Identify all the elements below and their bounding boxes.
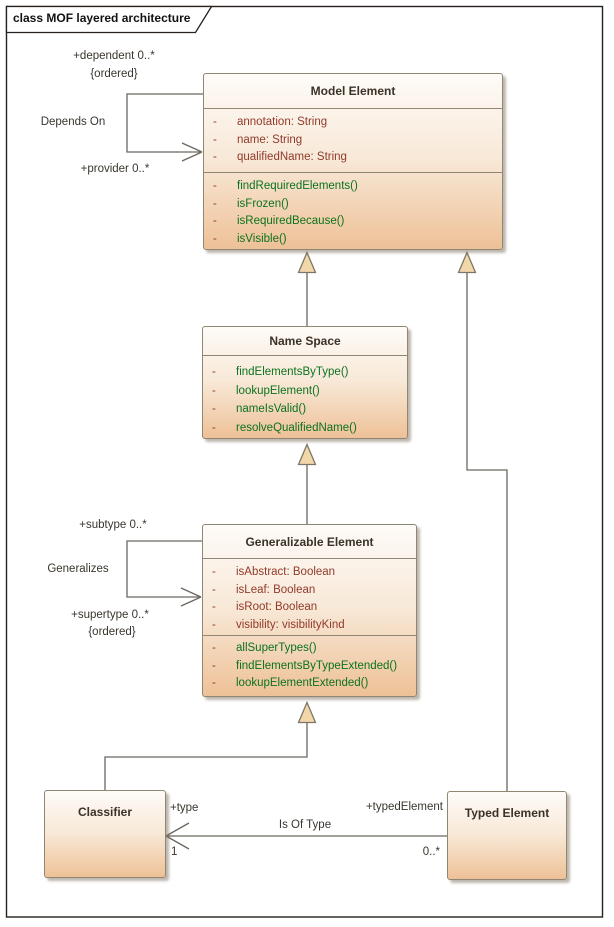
method-text: isVisible(): [237, 232, 287, 245]
visibility-symbol: -: [212, 642, 216, 654]
generalization-typedelement-to-modelelement[interactable]: [457, 250, 508, 792]
methods-compartment: - findRequiredElements() - isFrozen() - isR…: [204, 173, 502, 251]
class-title: Classifier: [77, 805, 133, 819]
attribute-text: annotation: String: [237, 116, 328, 128]
open-arrow-icon: [165, 822, 190, 850]
is-of-type-type-multiplicity: 1: [171, 846, 178, 858]
visibility-symbol: -: [213, 180, 217, 192]
method-row: - findElementsByTypeExtended(): [203, 658, 416, 676]
method-row: - lookupElementExtended(): [203, 675, 416, 693]
method-row: - findRequiredElements(): [204, 178, 502, 196]
depends-on-dependent-constraint: {ordered}: [90, 68, 138, 80]
attribute-row: - annotation: String: [204, 114, 502, 132]
visibility-symbol: -: [212, 601, 216, 613]
method-text: findRequiredElements(): [237, 180, 358, 192]
method-row: - findElementsByType(): [203, 363, 407, 382]
attributes-compartment: - isAbstract: Boolean - isLeaf: Boolean - i…: [203, 559, 416, 636]
class-classifier[interactable]: Classifier: [44, 790, 166, 878]
method-text: allSuperTypes(): [236, 642, 317, 654]
method-row: - nameIsValid(): [203, 400, 407, 419]
class-title: Model Element: [204, 74, 502, 109]
is-of-type-name: Is Of Type: [278, 819, 332, 831]
is-of-type-type-role: +type: [170, 802, 199, 814]
depends-on-association[interactable]: [126, 93, 203, 162]
is-of-type-typed-element-role: +typedElement: [365, 801, 443, 813]
open-arrow-icon: [180, 587, 202, 607]
class-model-element[interactable]: Model Element - annotation: String - name:…: [203, 73, 503, 250]
visibility-symbol: -: [212, 677, 216, 689]
attributes-compartment: - annotation: String - name: String - quali…: [204, 109, 502, 173]
attribute-row: - isAbstract: Boolean: [203, 564, 416, 582]
class-title: Name Space: [203, 327, 407, 356]
visibility-symbol: -: [212, 583, 216, 596]
method-row: - isFrozen(): [204, 196, 502, 214]
attribute-text: isRoot: Boolean: [236, 601, 318, 613]
visibility-symbol: -: [213, 232, 217, 245]
generalization-triangle-icon: [457, 250, 477, 274]
is-of-type-association[interactable]: [165, 822, 447, 850]
generalization-triangle-icon: [297, 250, 317, 274]
attribute-row: - visibility: visibilityKind: [203, 617, 416, 635]
generalization-triangle-icon: [297, 442, 317, 466]
depends-on-provider-role: +provider 0..*: [80, 163, 150, 175]
class-title: Generalizable Element: [203, 525, 416, 559]
visibility-symbol: -: [212, 384, 216, 397]
method-row: - allSuperTypes(): [203, 640, 416, 658]
class-title: Typed Element: [464, 806, 550, 820]
diagram-title-tab[interactable]: [5, 5, 213, 34]
attribute-text: qualifiedName: String: [237, 151, 347, 163]
depends-on-dependent-role: +dependent 0..*: [73, 50, 155, 62]
is-of-type-typed-element-multiplicity: 0..*: [422, 846, 440, 858]
method-text: nameIsValid(): [236, 403, 307, 415]
attribute-text: isLeaf: Boolean: [236, 583, 316, 596]
visibility-symbol: -: [213, 197, 217, 210]
depends-on-name: Depends On: [40, 116, 106, 128]
attribute-text: isAbstract: Boolean: [236, 566, 336, 578]
method-row: - resolveQualifiedName(): [203, 419, 407, 438]
generalizes-supertype-constraint: {ordered}: [88, 626, 136, 638]
attribute-text: visibility: visibilityKind: [236, 618, 345, 631]
methods-compartment: - allSuperTypes() - findElementsByTypeExte…: [203, 636, 416, 698]
class-name-space[interactable]: Name Space - findElementsByType() - lookup…: [202, 326, 408, 439]
generalization-namespace-to-modelelement[interactable]: [297, 250, 317, 327]
visibility-symbol: -: [212, 618, 216, 631]
method-text: lookupElement(): [236, 384, 320, 397]
methods-compartment: - findElementsByType() - lookupElement() -…: [203, 356, 407, 440]
generalization-generalizable-to-namespace[interactable]: [297, 442, 317, 525]
generalization-triangle-icon: [297, 700, 317, 724]
diagram-title: class MOF layered architecture: [13, 11, 191, 25]
method-text: lookupElementExtended(): [236, 677, 369, 689]
method-text: isRequiredBecause(): [237, 215, 345, 227]
class-generalizable-element[interactable]: Generalizable Element - isAbstract: Boole…: [202, 524, 417, 697]
method-text: findElementsByType(): [236, 366, 349, 378]
visibility-symbol: -: [212, 403, 216, 415]
attribute-row: - isRoot: Boolean: [203, 599, 416, 617]
generalizes-name: Generalizes: [47, 563, 109, 575]
method-text: isFrozen(): [237, 197, 289, 210]
visibility-symbol: -: [212, 366, 216, 378]
method-row: - isRequiredBecause(): [204, 213, 502, 231]
generalization-classifier-to-generalizable[interactable]: [104, 700, 317, 791]
generalizes-association[interactable]: [126, 540, 202, 607]
visibility-symbol: -: [213, 116, 217, 128]
method-text: resolveQualifiedName(): [236, 421, 357, 434]
generalizes-supertype-role: +supertype 0..*: [71, 609, 149, 621]
visibility-symbol: -: [213, 133, 217, 146]
visibility-symbol: -: [213, 215, 217, 227]
method-row: - isVisible(): [204, 231, 502, 249]
visibility-symbol: -: [212, 659, 216, 672]
method-row: - lookupElement(): [203, 382, 407, 401]
class-typed-element[interactable]: Typed Element: [447, 791, 567, 880]
method-text: findElementsByTypeExtended(): [236, 659, 398, 672]
diagram-frame: [5, 5, 604, 918]
open-arrow-icon: [181, 142, 203, 162]
visibility-symbol: -: [213, 151, 217, 163]
visibility-symbol: -: [212, 566, 216, 578]
attribute-row: - isLeaf: Boolean: [203, 582, 416, 600]
generalizes-subtype-role: +subtype 0..*: [79, 519, 147, 531]
attribute-text: name: String: [237, 133, 303, 146]
visibility-symbol: -: [212, 421, 216, 434]
attribute-row: - name: String: [204, 132, 502, 150]
attribute-row: - qualifiedName: String: [204, 149, 502, 167]
